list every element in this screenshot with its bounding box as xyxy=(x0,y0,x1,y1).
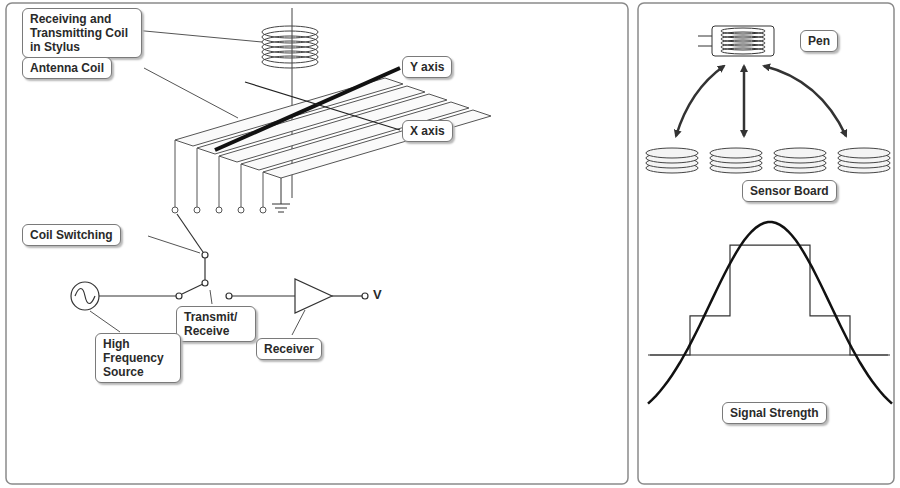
box-label: Pen xyxy=(808,34,830,48)
transmit-receive-switch xyxy=(176,280,232,299)
coil-switch xyxy=(177,214,208,258)
label-box: Receiver xyxy=(256,338,322,360)
label-box: Y axis xyxy=(402,56,452,78)
box-label: Receiver xyxy=(264,342,314,356)
output-terminal xyxy=(362,293,368,299)
pen-winding xyxy=(721,48,765,54)
box-label: Y axis xyxy=(410,60,444,74)
board-winding xyxy=(838,148,890,158)
coil-wire xyxy=(197,148,198,207)
board-winding xyxy=(774,148,826,158)
label-box: Sensor Board xyxy=(742,180,837,202)
coil-wire xyxy=(175,140,176,207)
wire xyxy=(99,295,176,296)
box-label: Receiving and Transmitting Coil in Stylu… xyxy=(30,12,134,54)
sampled-signal-steps xyxy=(650,245,890,355)
switch-terminal xyxy=(238,207,244,213)
signal-name: V xyxy=(371,287,384,302)
oscillator-symbol xyxy=(71,282,99,310)
antenna-loop xyxy=(241,102,469,170)
label-box: Antenna Coil xyxy=(22,57,112,79)
coil-wire xyxy=(241,164,242,207)
stylus-coil xyxy=(262,26,318,68)
right-panel xyxy=(638,3,894,484)
sensor-board-coils xyxy=(646,148,890,173)
x-axis-line xyxy=(245,82,400,130)
switch-terminal xyxy=(172,207,178,213)
label-box: High Frequency Source xyxy=(95,333,181,383)
box-label: Antenna Coil xyxy=(30,61,104,75)
coupling-arrows xyxy=(676,66,846,136)
left-panel xyxy=(6,3,628,484)
ground-symbol xyxy=(272,178,290,212)
coil-winding xyxy=(262,51,318,63)
board-winding xyxy=(646,148,698,158)
coil-winding xyxy=(262,56,318,68)
wire xyxy=(204,258,205,280)
label-box: Coil Switching xyxy=(22,224,121,246)
board-winding xyxy=(710,148,762,158)
label-box: Signal Strength xyxy=(722,402,827,424)
antenna-loop xyxy=(263,110,491,178)
switch-terminal xyxy=(216,207,222,213)
box-label: X axis xyxy=(410,124,445,138)
wire xyxy=(232,295,295,296)
wire xyxy=(332,295,362,296)
coil-wire xyxy=(263,172,264,207)
signal-curve xyxy=(648,222,892,404)
label-box: Pen xyxy=(800,30,838,52)
label-box: Transmit/ Receive xyxy=(176,306,256,342)
box-label: Sensor Board xyxy=(750,184,829,198)
box-label: Signal Strength xyxy=(730,406,819,420)
leader-lines xyxy=(90,30,305,335)
y-axis-line xyxy=(215,68,400,150)
box-label: High Frequency Source xyxy=(103,337,173,379)
box-label: Transmit/ Receive xyxy=(184,310,248,338)
coil-wire xyxy=(219,156,220,207)
switch-terminal xyxy=(194,207,200,213)
pen-drawing xyxy=(698,26,774,56)
label-box: X axis xyxy=(402,120,453,142)
box-label: Coil Switching xyxy=(30,228,113,242)
label-box: Receiving and Transmitting Coil in Stylu… xyxy=(22,8,142,58)
switch-terminal xyxy=(260,207,266,213)
amplifier-symbol xyxy=(295,279,332,313)
